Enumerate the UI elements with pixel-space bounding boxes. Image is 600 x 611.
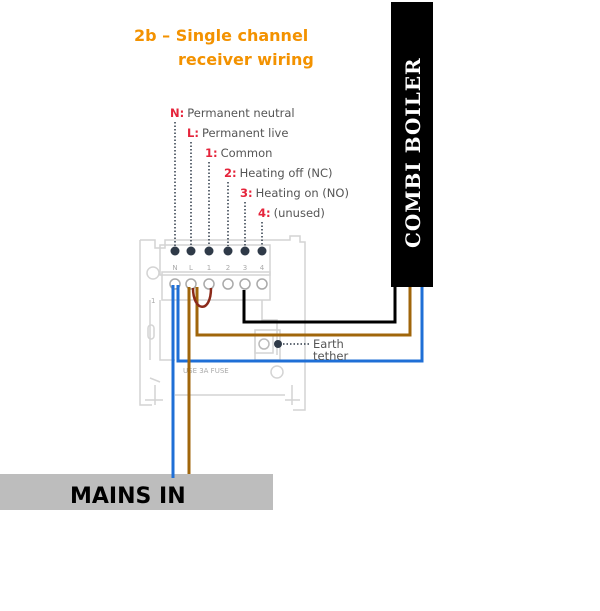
terminal-label: 3:Heating on (NO) (240, 186, 349, 200)
blue-neutral-wire-boiler (176, 285, 424, 363)
earth-dot-icon (274, 340, 282, 348)
title-line-1: 2b – Single channel (134, 26, 308, 45)
terminal-key: 4: (258, 206, 271, 220)
combi-boiler: COMBI BOILER (391, 2, 433, 287)
terminal-desc: Heating off (NC) (240, 166, 333, 180)
black-switch-wire (242, 287, 397, 324)
terminal-dot-icon (223, 246, 233, 256)
link-wire (191, 287, 213, 308)
terminal-marker: 2 (226, 264, 230, 272)
terminal-label: 1:Common (205, 146, 272, 160)
terminal-marker: N (172, 264, 177, 272)
terminal-2: 2:Heating off (NC) 2 (222, 166, 333, 290)
mains-label: MAINS IN (70, 484, 186, 509)
terminal-label: 2:Heating off (NC) (224, 166, 333, 180)
terminal-label: 4:(unused) (258, 206, 325, 220)
terminal-marker: 1 (207, 264, 211, 272)
title-line-2: receiver wiring (178, 50, 314, 69)
mains-in: MAINS IN (0, 474, 273, 510)
terminal-key: N: (170, 106, 184, 120)
terminal-key: 1: (205, 146, 218, 160)
screw-terminal-icon (203, 278, 215, 290)
terminal-label: L:Permanent live (187, 126, 288, 140)
plate-number: 1 (151, 297, 155, 305)
terminal-label: N:Permanent neutral (170, 106, 295, 120)
terminal-marker: 4 (260, 264, 265, 272)
tether-label: tether (313, 349, 348, 363)
terminal-desc: Permanent live (202, 126, 288, 140)
terminal-desc: (unused) (274, 206, 325, 220)
wires (171, 285, 424, 474)
terminal-4: 4:(unused) 4 (256, 206, 325, 290)
terminal-marker: 3 (243, 264, 247, 272)
terminal-dot-icon (240, 246, 250, 256)
terminal-1: 1:Common 1 (203, 146, 272, 290)
earth-label: Earth (313, 337, 344, 351)
terminal-3: 3:Heating on (NO) 3 (239, 186, 349, 290)
screw-terminal-icon (239, 278, 251, 290)
screw-terminal-icon (169, 278, 181, 290)
brown-live-wire-boiler (195, 287, 412, 337)
earth-tether: Earth tether (274, 337, 348, 363)
terminal-desc: Heating on (NO) (256, 186, 349, 200)
terminal-dot-icon (170, 246, 180, 256)
boiler-label: COMBI BOILER (401, 57, 425, 248)
terminal-key: L: (187, 126, 199, 140)
screw-terminal-icon (256, 278, 268, 290)
fuse-label: USE 3A FUSE (183, 367, 229, 375)
terminal-desc: Common (221, 146, 273, 160)
terminal-key: 2: (224, 166, 237, 180)
terminal-dot-icon (204, 246, 214, 256)
screw-terminal-icon (185, 278, 197, 290)
terminal-key: 3: (240, 186, 253, 200)
terminal-desc: Permanent neutral (187, 106, 294, 120)
screw-terminal-icon (222, 278, 234, 290)
terminal-dot-icon (257, 246, 267, 256)
terminal-dot-icon (186, 246, 196, 256)
earth-screw-icon (258, 338, 270, 350)
terminal-marker: L (189, 264, 193, 272)
